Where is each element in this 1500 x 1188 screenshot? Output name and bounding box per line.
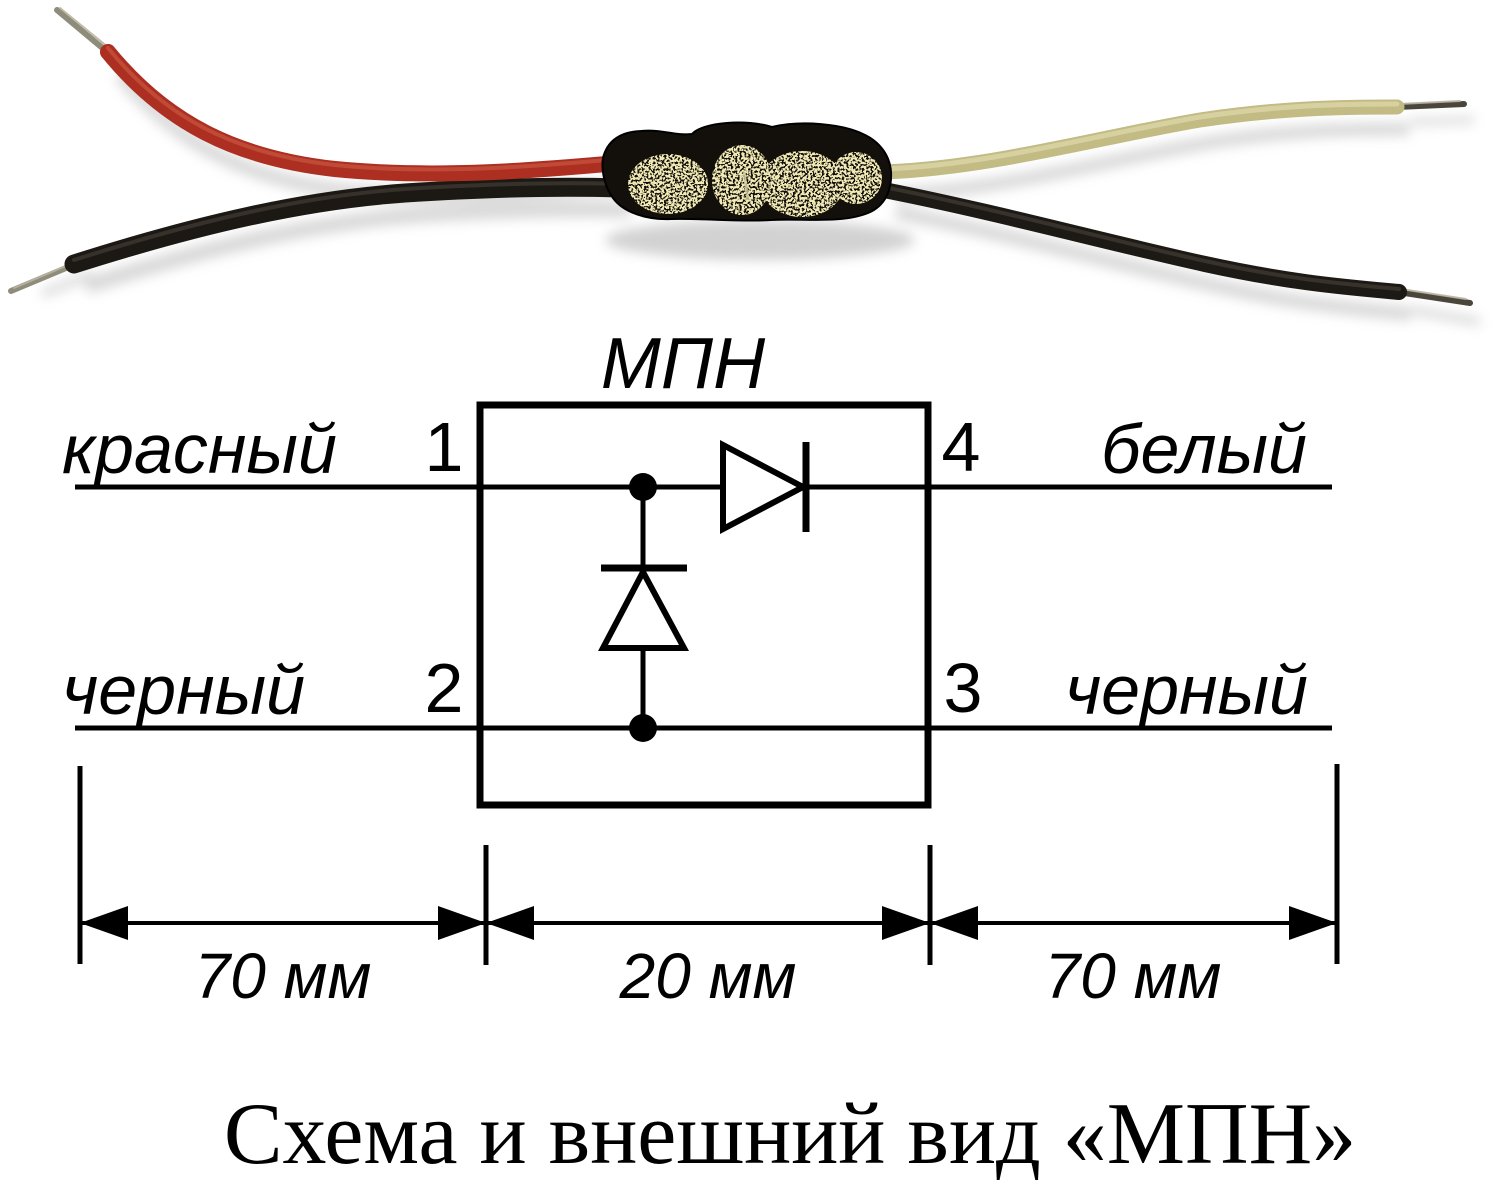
dimension-ticks (77, 764, 1340, 965)
module-title: МПН (601, 324, 766, 404)
wire-label-black-right: черный (1065, 651, 1308, 729)
top-junction-dot (629, 473, 657, 501)
pin-number-3: 3 (944, 649, 983, 727)
dimension-label-middle: 20 мм (619, 940, 797, 1012)
schematic-diagram (75, 401, 1340, 965)
glitter-patches (628, 145, 882, 217)
wire-label-red: красный (62, 410, 337, 488)
wire-label-black-left: черный (62, 651, 305, 729)
series-diode (720, 440, 810, 534)
photo-of-module (8, 7, 1481, 326)
dimension-label-left: 70 мм (195, 940, 372, 1012)
bottom-junction-dot (629, 714, 657, 742)
pin-number-2: 2 (425, 649, 464, 727)
dimension-label-right: 70 мм (1045, 940, 1222, 1012)
white-wire-tip (1393, 101, 1467, 110)
module-box (476, 401, 932, 809)
right-black-wire-tip (1395, 289, 1473, 306)
pin-number-1: 1 (425, 408, 464, 486)
photo-shadows (40, 74, 1481, 326)
wire-label-white: белый (1101, 410, 1307, 488)
pin-number-4: 4 (942, 408, 981, 486)
shunt-diode (598, 487, 690, 728)
red-wire (108, 52, 618, 173)
heatshrink-module (601, 121, 893, 222)
dimension-lines (80, 906, 1337, 940)
figure-caption: Схема и внешний вид «МПН» (224, 1086, 1356, 1183)
